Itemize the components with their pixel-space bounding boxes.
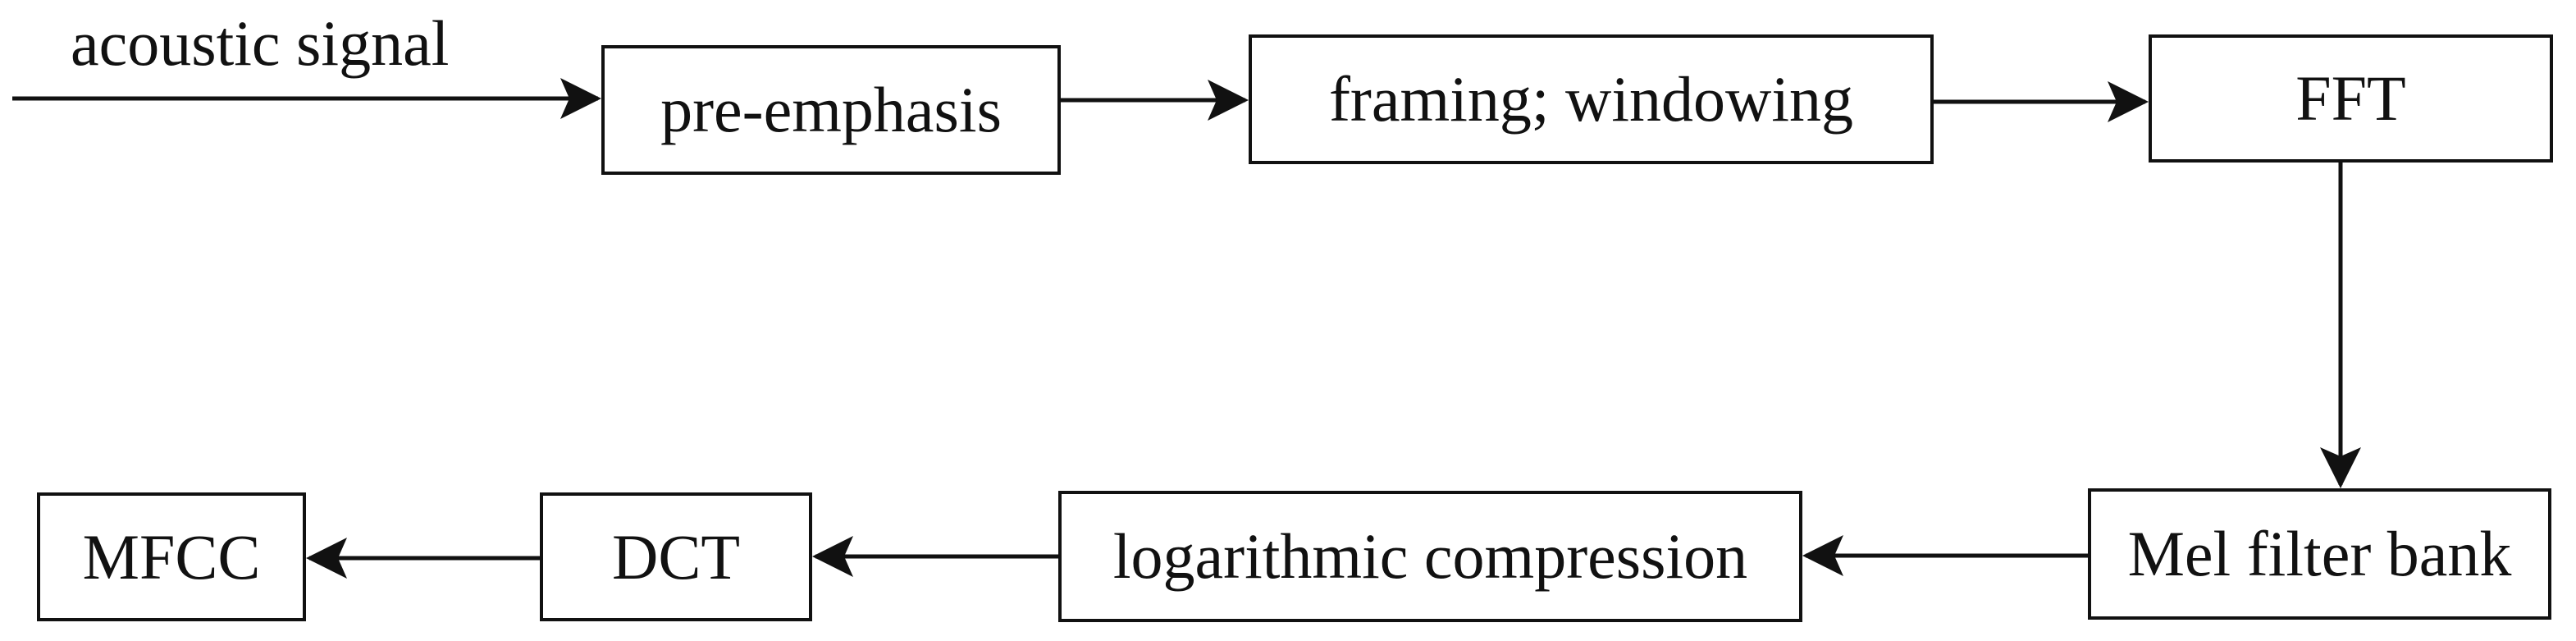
- node-mfcc-label: MFCC: [82, 520, 261, 593]
- node-mel-filter-bank: Mel filter bank: [2088, 488, 2551, 620]
- acoustic-signal-label: acoustic signal: [71, 7, 450, 79]
- node-dct: DCT: [540, 492, 812, 621]
- node-framing-windowing-label: framing; windowing: [1328, 63, 1854, 135]
- node-pre-emphasis-label: pre-emphasis: [660, 74, 1002, 145]
- node-pre-emphasis: pre-emphasis: [601, 45, 1061, 175]
- node-framing-windowing: framing; windowing: [1249, 34, 1934, 164]
- node-logarithmic-compression-label: logarithmic compression: [1112, 520, 1748, 592]
- node-fft-label: FFT: [2295, 62, 2406, 134]
- node-mel-filter-bank-label: Mel filter bank: [2127, 518, 2512, 589]
- node-mfcc: MFCC: [37, 492, 306, 621]
- node-fft: FFT: [2149, 34, 2553, 163]
- node-logarithmic-compression: logarithmic compression: [1058, 491, 1802, 622]
- node-dct-label: DCT: [612, 520, 740, 593]
